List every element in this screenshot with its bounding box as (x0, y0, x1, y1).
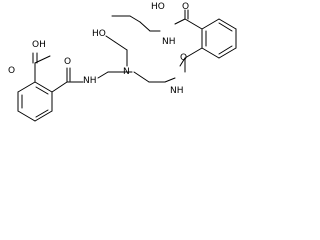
label-acid-oxygen: O (8, 66, 15, 76)
chemical-structure-diagram: OH O O NH HO N NH O O NH HO (8, 2, 237, 122)
carboxylic-acid-group (32, 52, 51, 83)
label-hydroxyl-top-right: HO (151, 2, 165, 12)
label-amide-nh-top: NH (162, 37, 176, 47)
label-hydroxyl-left: OH (32, 40, 46, 50)
right-benzene-ring (201, 18, 237, 59)
ethylenediamine-chain (97, 35, 176, 83)
atom-labels: OH O O NH HO N NH O O NH HO (8, 2, 189, 96)
label-amide-oxygen-left: O (64, 57, 71, 67)
label-amide-nh-left: NH (83, 76, 97, 86)
top-amide-group (174, 9, 203, 30)
left-amide-group (51, 67, 84, 93)
label-amide-oxygen-middle: O (180, 53, 187, 63)
label-hydroxyl-top: HO (92, 29, 106, 39)
middle-amide-group (179, 47, 203, 73)
label-amine-n: N (123, 67, 130, 77)
label-amide-oxygen-top: O (182, 2, 189, 12)
left-benzene-ring (17, 81, 53, 122)
label-amide-nh-middle: NH (170, 86, 184, 96)
hydroxyethyl-chain (111, 15, 161, 32)
